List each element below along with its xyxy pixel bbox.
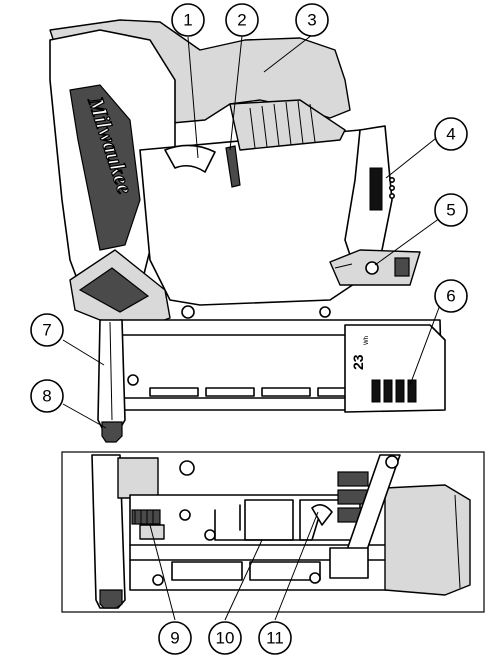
callout-8: 8	[30, 379, 64, 413]
contact-tip	[101, 421, 123, 443]
svg-text:5: 5	[446, 201, 455, 220]
lever	[225, 145, 241, 188]
detail-view	[61, 451, 485, 613]
indicator-panel	[369, 167, 383, 211]
pusher	[311, 504, 333, 526]
svg-text:2: 2	[237, 11, 246, 30]
svg-text:7: 7	[42, 321, 51, 340]
callout-2: 2	[225, 3, 259, 37]
callout-5: 5	[434, 193, 468, 227]
callout-6: 6	[434, 279, 468, 313]
battery	[344, 324, 446, 413]
callout-11: 11	[258, 621, 292, 655]
battery-capacity: 23	[350, 354, 366, 370]
callout-10: 10	[208, 621, 242, 655]
brand-panel	[69, 84, 141, 251]
callout-9: 9	[158, 621, 192, 655]
trigger	[164, 144, 216, 173]
battery-unit: Wh	[364, 336, 370, 345]
svg-text:6: 6	[446, 287, 455, 306]
vent-slats	[229, 99, 346, 151]
callouts: 1 2 3 4 5 6 7 8	[30, 3, 468, 655]
svg-text:11: 11	[266, 629, 284, 648]
callout-4: 4	[434, 117, 468, 151]
svg-text:1: 1	[183, 11, 192, 30]
svg-text:8: 8	[42, 387, 51, 406]
nailer-side-view: Milwaukee	[49, 19, 446, 443]
svg-text:4: 4	[446, 125, 455, 144]
callout-7: 7	[30, 313, 64, 347]
svg-text:9: 9	[170, 629, 179, 648]
svg-text:10: 10	[216, 629, 235, 648]
svg-text:3: 3	[307, 11, 316, 30]
detail-battery	[384, 484, 471, 596]
pusher-rod	[214, 509, 319, 541]
magazine-slots	[149, 387, 347, 397]
callout-3: 3	[295, 3, 329, 37]
callout-1: 1	[171, 3, 205, 37]
